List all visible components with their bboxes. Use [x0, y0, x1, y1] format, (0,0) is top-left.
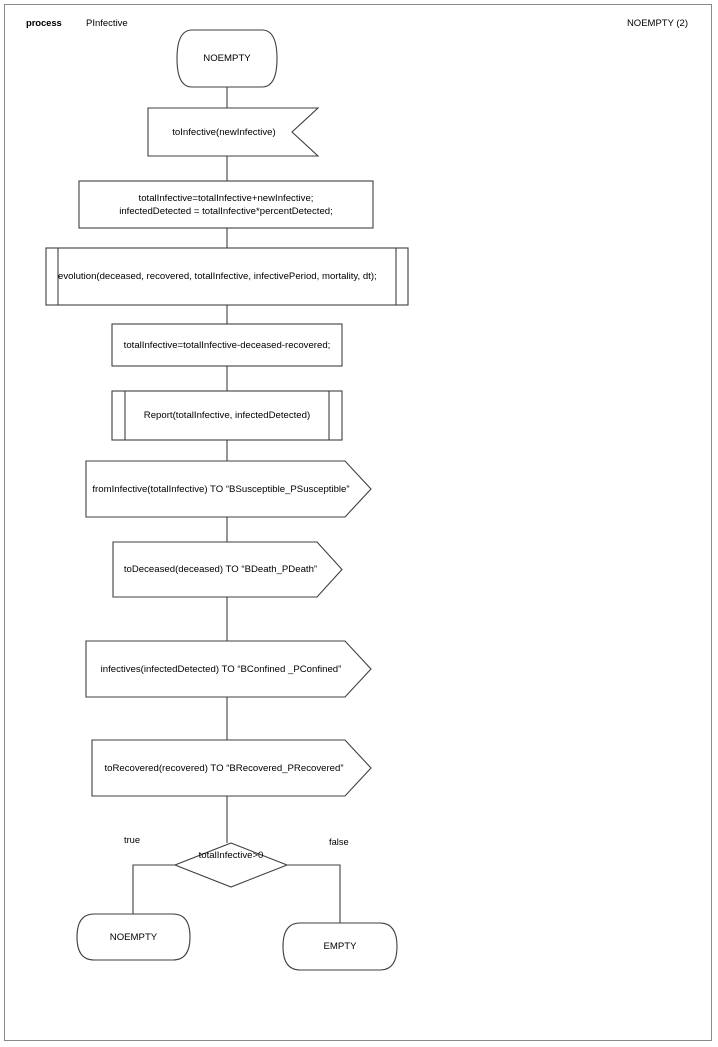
- node-task-accumulate-shape: [78, 180, 374, 229]
- node-decision-shape: [173, 842, 289, 888]
- node-send-susceptible-shape: [85, 460, 372, 518]
- node-send-recovered-shape: [91, 739, 372, 797]
- header-process-name: PInfective: [86, 18, 128, 29]
- page-border: [4, 4, 712, 1041]
- node-call-evolution-shape: [45, 247, 409, 306]
- node-task-subtract-shape: [111, 323, 343, 367]
- edge-decision-false: [287, 864, 341, 923]
- node-start-shape: [176, 29, 278, 88]
- node-end-noempty-shape: [76, 913, 191, 961]
- header-keyword: process: [26, 18, 62, 29]
- node-receive-toinfective-shape: [147, 107, 320, 157]
- node-send-confined-shape: [85, 640, 372, 698]
- edge-decision-true: [132, 864, 175, 914]
- node-call-report-shape: [111, 390, 343, 441]
- edge-label-true: true: [124, 835, 141, 845]
- node-end-empty-shape: [282, 922, 398, 971]
- header-state-label: NOEMPTY (2): [626, 18, 688, 29]
- node-send-death-shape: [112, 541, 343, 598]
- edge-label-false: false: [329, 837, 349, 847]
